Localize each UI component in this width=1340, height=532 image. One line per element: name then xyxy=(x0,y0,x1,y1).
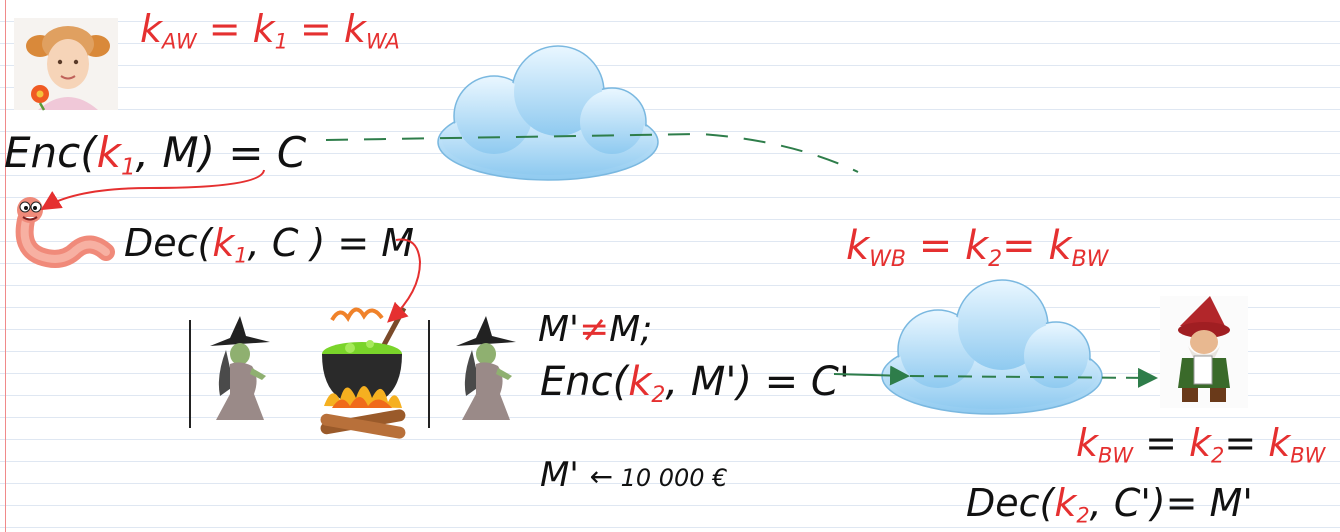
m-prime-assignment: M' ← 10 000 € xyxy=(540,455,728,495)
separator-bar xyxy=(189,320,191,428)
green-arrow-to-cloud xyxy=(833,365,910,386)
enc-equation-1: Enc(k1, M) = C xyxy=(4,128,307,181)
worm-icon xyxy=(10,190,115,272)
key-wb-equation: kWB = k2= kBW xyxy=(846,223,1109,273)
witch-icon xyxy=(446,316,522,424)
key-aw-equation: kAW = k1 = kWA xyxy=(140,7,400,54)
girl-avatar-icon xyxy=(14,18,118,111)
cloud-icon xyxy=(432,44,664,184)
key-bw-equation: kBW = k2= kBW xyxy=(1076,421,1326,468)
red-arrow-to-worm xyxy=(40,169,265,211)
green-dashed-path-1 xyxy=(325,132,859,173)
gnome-icon xyxy=(1160,296,1248,408)
dec-equation-1: Dec(k1, C ) = M xyxy=(124,221,415,268)
dec-equation-2: Dec(k2, C')= M' xyxy=(966,481,1253,528)
separator-bar xyxy=(428,320,430,428)
red-arrow-to-cauldron xyxy=(387,238,422,323)
witch-icon xyxy=(200,316,276,424)
green-dashed-arrow-to-gnome xyxy=(909,367,1158,388)
margin-line xyxy=(5,0,6,532)
m-prime-neq: M'≠M; xyxy=(538,309,653,350)
enc-equation-2: Enc(k2, M') = C' xyxy=(540,359,850,409)
cauldron-icon xyxy=(312,296,412,444)
